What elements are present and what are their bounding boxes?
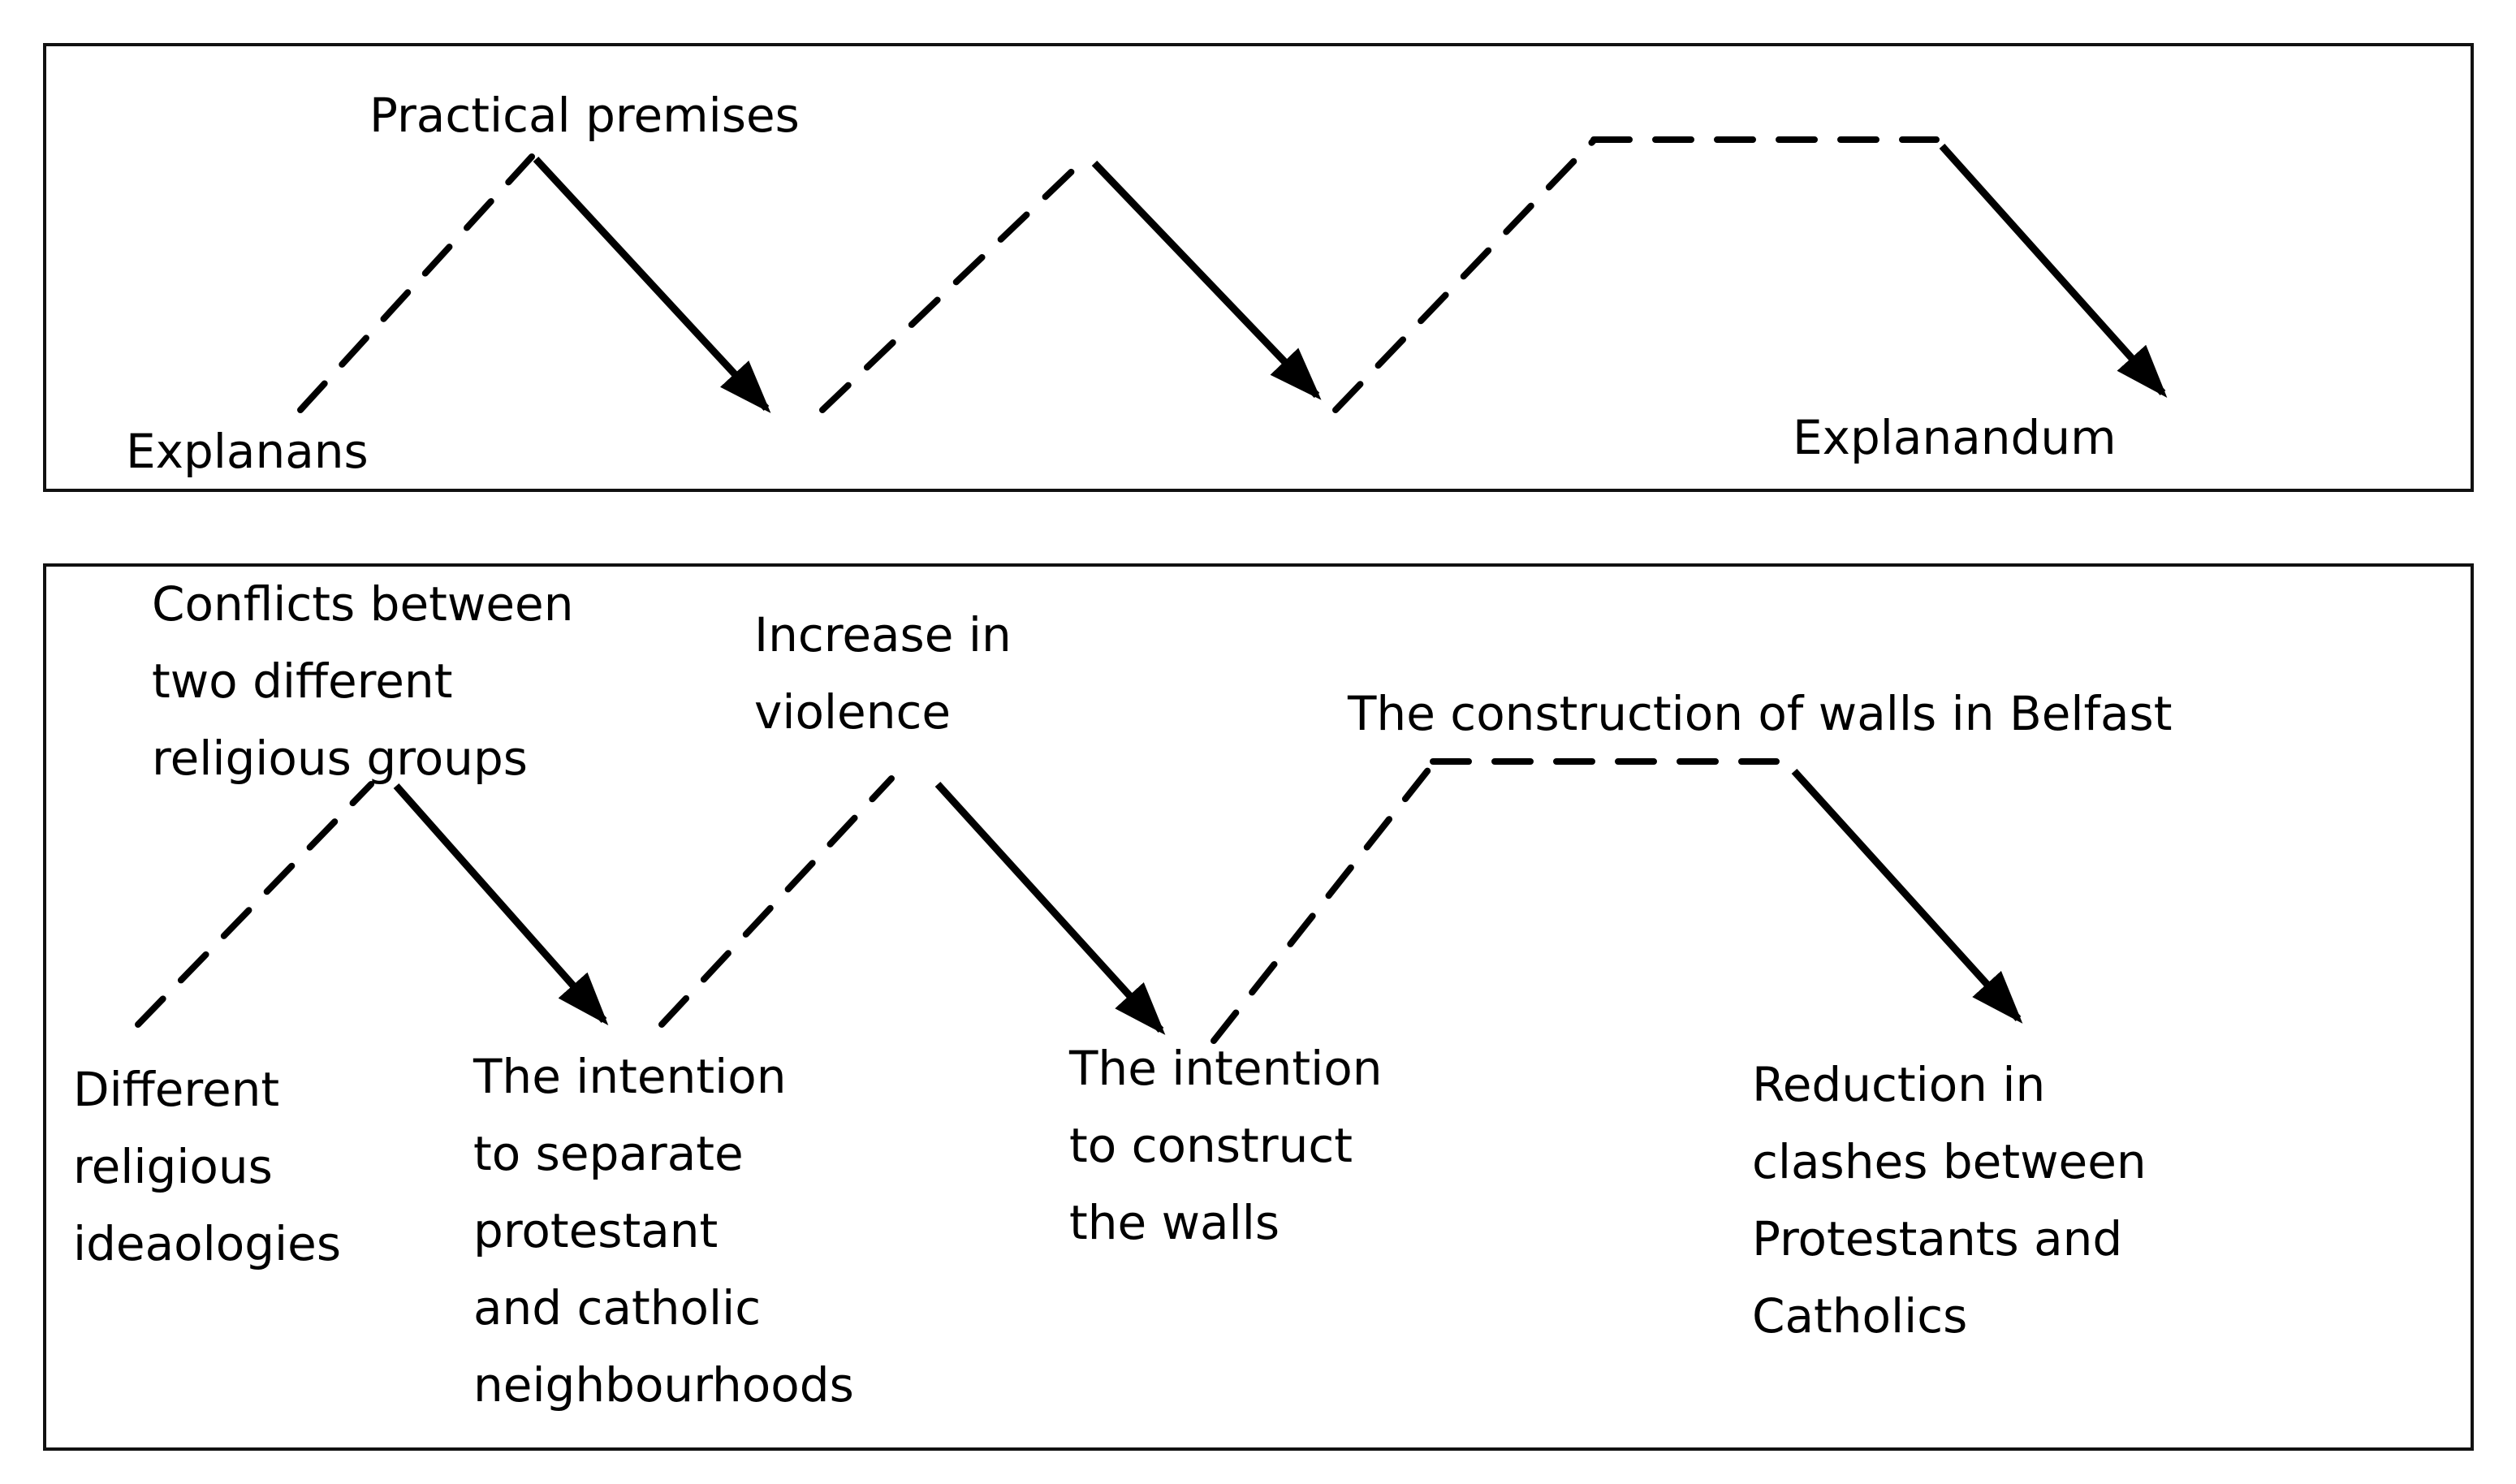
- label-religious-ideologies: Different religious ideaologies: [73, 1062, 342, 1271]
- label-construction-walls: The construction of walls in Belfast: [1348, 686, 2173, 741]
- label-reduction-clashes: Reduction in clashes between Protestants…: [1752, 1057, 2147, 1344]
- label-explanandum: Explanandum: [1793, 410, 2117, 465]
- label-practical-premises: Practical premises: [369, 88, 800, 143]
- label-increase-violence: Increase in violence: [754, 607, 1012, 740]
- label-conflicts: Conflicts between two different religiou…: [152, 576, 574, 786]
- label-intention-separate: The intention to separate protestant and…: [473, 1049, 854, 1413]
- label-explanans: Explanans: [126, 424, 369, 479]
- label-intention-construct: The intention to construct the walls: [1069, 1041, 1383, 1250]
